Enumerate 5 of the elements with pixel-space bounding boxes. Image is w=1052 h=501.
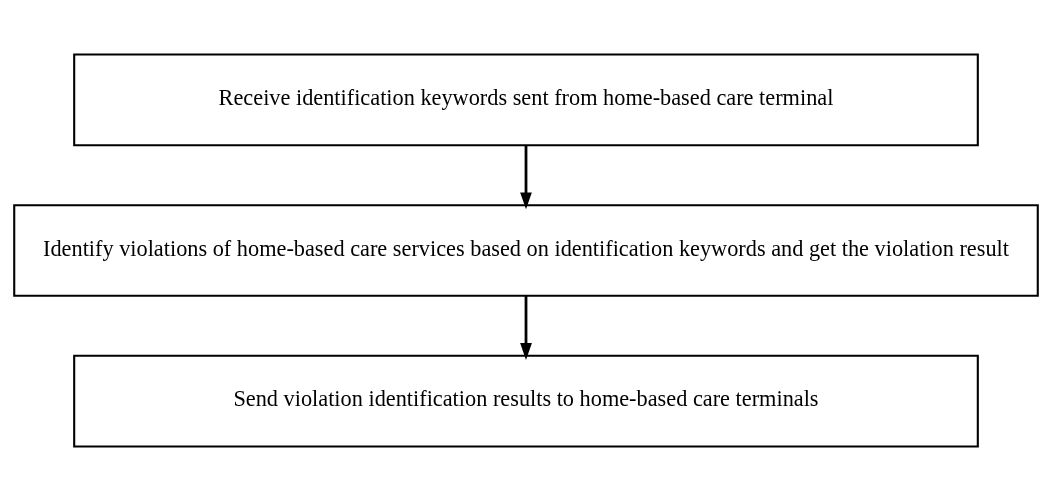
node-box: Send violation identification results to home-based care terminals [73,354,979,448]
node-box: Identify violations of home-based care services based on identification keywords and get the violation result [13,204,1039,297]
arrow [520,145,532,210]
arrow [520,295,532,360]
node-box: Receive identification keywords sent from home-based care terminal [73,53,979,147]
